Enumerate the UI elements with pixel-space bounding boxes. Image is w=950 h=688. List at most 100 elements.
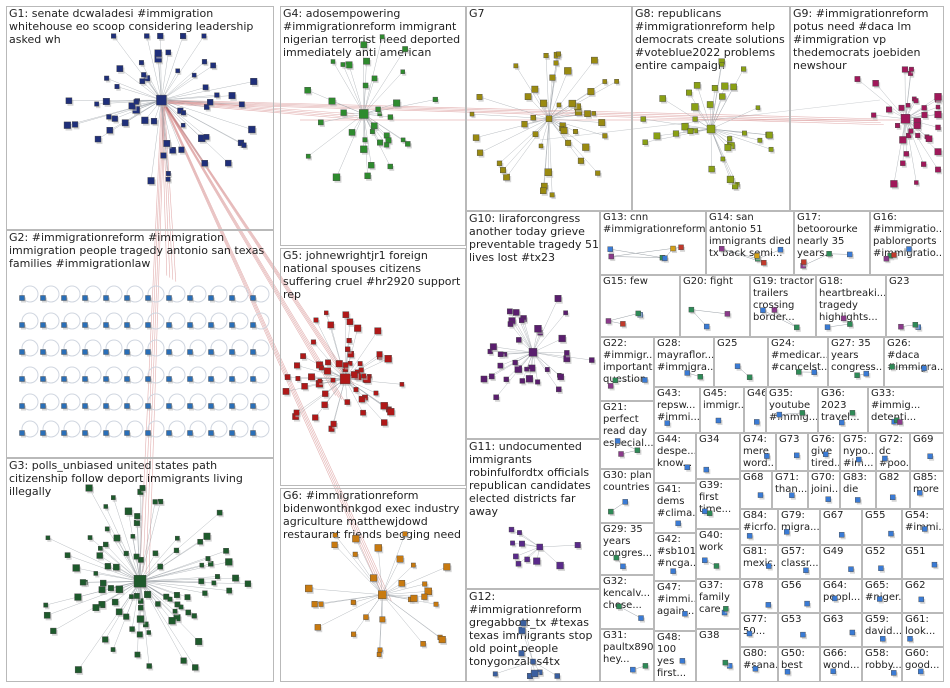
- node-g5[interactable]: [293, 409, 300, 416]
- node-g3[interactable]: [92, 604, 100, 611]
- node-g3[interactable]: [45, 535, 51, 541]
- node-g5[interactable]: [358, 396, 366, 403]
- node-g1[interactable]: [180, 122, 186, 128]
- node-g4[interactable]: [400, 69, 405, 74]
- node-g2[interactable]: [103, 295, 109, 301]
- node-g8[interactable]: [757, 137, 763, 143]
- node-g8[interactable]: [640, 116, 646, 122]
- node-g5[interactable]: [380, 402, 388, 410]
- node-g4[interactable]: [368, 162, 375, 169]
- node-g1[interactable]: [238, 101, 245, 108]
- node-g9[interactable]: [921, 161, 927, 167]
- node-g5[interactable]: [342, 311, 350, 318]
- node-g2[interactable]: [229, 403, 235, 409]
- node-g7[interactable]: [549, 192, 555, 198]
- node-g4[interactable]: [328, 97, 336, 105]
- node-g22[interactable]: [607, 383, 614, 389]
- node-g11[interactable]: [508, 526, 515, 533]
- node-g2[interactable]: [61, 376, 67, 382]
- node-g7[interactable]: [614, 79, 619, 84]
- node-g6[interactable]: [305, 584, 313, 593]
- node-g13[interactable]: [678, 244, 684, 251]
- node-g3[interactable]: [138, 605, 144, 611]
- node-g2[interactable]: [103, 322, 109, 328]
- node-g1[interactable]: [141, 72, 147, 78]
- node-g10[interactable]: [589, 357, 595, 363]
- node-g6[interactable]: [443, 563, 451, 571]
- node-g1[interactable]: [201, 59, 208, 65]
- node-g3[interactable]: [113, 563, 120, 571]
- node-g5[interactable]: [319, 365, 324, 371]
- node-g8[interactable]: [720, 156, 726, 162]
- node-g7[interactable]: [584, 110, 591, 117]
- node-g6[interactable]: [331, 541, 338, 548]
- node-g70[interactable]: [825, 496, 831, 502]
- node-g3[interactable]: [185, 609, 192, 616]
- node-g3[interactable]: [232, 574, 239, 582]
- node-g2[interactable]: [82, 376, 88, 382]
- node-g9[interactable]: [935, 124, 941, 131]
- node-g11[interactable]: [513, 553, 519, 560]
- node-g9[interactable]: [908, 71, 913, 76]
- node-g30[interactable]: [622, 499, 628, 505]
- node-g6[interactable]: [314, 624, 321, 631]
- node-g14[interactable]: [761, 259, 767, 266]
- node-g40[interactable]: [713, 563, 720, 569]
- node-g7[interactable]: [540, 187, 547, 194]
- node-g4[interactable]: [387, 163, 393, 170]
- node-g5[interactable]: [321, 401, 328, 408]
- node-g5[interactable]: [399, 382, 405, 387]
- node-g41[interactable]: [675, 520, 681, 527]
- node-g15[interactable]: [605, 318, 612, 324]
- node-g3[interactable]: [64, 552, 71, 558]
- node-g31[interactable]: [630, 666, 636, 673]
- node-g8[interactable]: [681, 123, 689, 131]
- node-g9[interactable]: [906, 132, 912, 139]
- node-g68[interactable]: [757, 492, 764, 498]
- node-g9[interactable]: [934, 148, 942, 156]
- node-g5[interactable]: [373, 390, 379, 396]
- node-g7[interactable]: [543, 53, 549, 59]
- node-g8[interactable]: [755, 105, 761, 110]
- node-g1[interactable]: [241, 142, 247, 148]
- node-g9[interactable]: [934, 93, 942, 101]
- node-g2[interactable]: [61, 349, 67, 355]
- node-g26[interactable]: [921, 365, 927, 371]
- node-g2[interactable]: [208, 349, 214, 355]
- node-g4[interactable]: [360, 41, 368, 49]
- node-g4[interactable]: [362, 137, 368, 143]
- node-g17[interactable]: [826, 251, 832, 257]
- node-g2[interactable]: [187, 430, 193, 436]
- node-g6[interactable]: [402, 531, 408, 537]
- node-g3[interactable]: [98, 545, 103, 551]
- node-g7[interactable]: [556, 51, 561, 57]
- node-g2[interactable]: [229, 349, 235, 355]
- node-g28[interactable]: [697, 374, 703, 380]
- node-g2[interactable]: [229, 430, 235, 436]
- node-g4[interactable]: [379, 34, 385, 40]
- node-g1[interactable]: [133, 99, 140, 105]
- node-g9[interactable]: [925, 135, 933, 142]
- node-g21[interactable]: [614, 438, 621, 444]
- node-g84[interactable]: [746, 533, 753, 539]
- node-g1[interactable]: [121, 119, 129, 127]
- node-g3[interactable]: [115, 608, 123, 616]
- node-g2[interactable]: [19, 430, 25, 436]
- node-g7[interactable]: [544, 168, 552, 176]
- node-g10[interactable]: [507, 321, 514, 327]
- node-g6[interactable]: [370, 574, 378, 582]
- node-g58[interactable]: [891, 670, 897, 676]
- node-g4[interactable]: [387, 114, 394, 120]
- node-g9[interactable]: [935, 166, 941, 173]
- node-g7[interactable]: [582, 143, 590, 151]
- node-g3[interactable]: [174, 601, 181, 608]
- node-g35[interactable]: [776, 411, 783, 418]
- node-g3[interactable]: [115, 585, 124, 593]
- node-g3[interactable]: [100, 579, 107, 587]
- node-g19[interactable]: [794, 324, 800, 331]
- node-g2[interactable]: [19, 295, 25, 301]
- node-g8[interactable]: [768, 146, 774, 152]
- node-g21[interactable]: [634, 447, 641, 453]
- node-g4[interactable]: [402, 46, 408, 52]
- node-g7[interactable]: [500, 167, 506, 174]
